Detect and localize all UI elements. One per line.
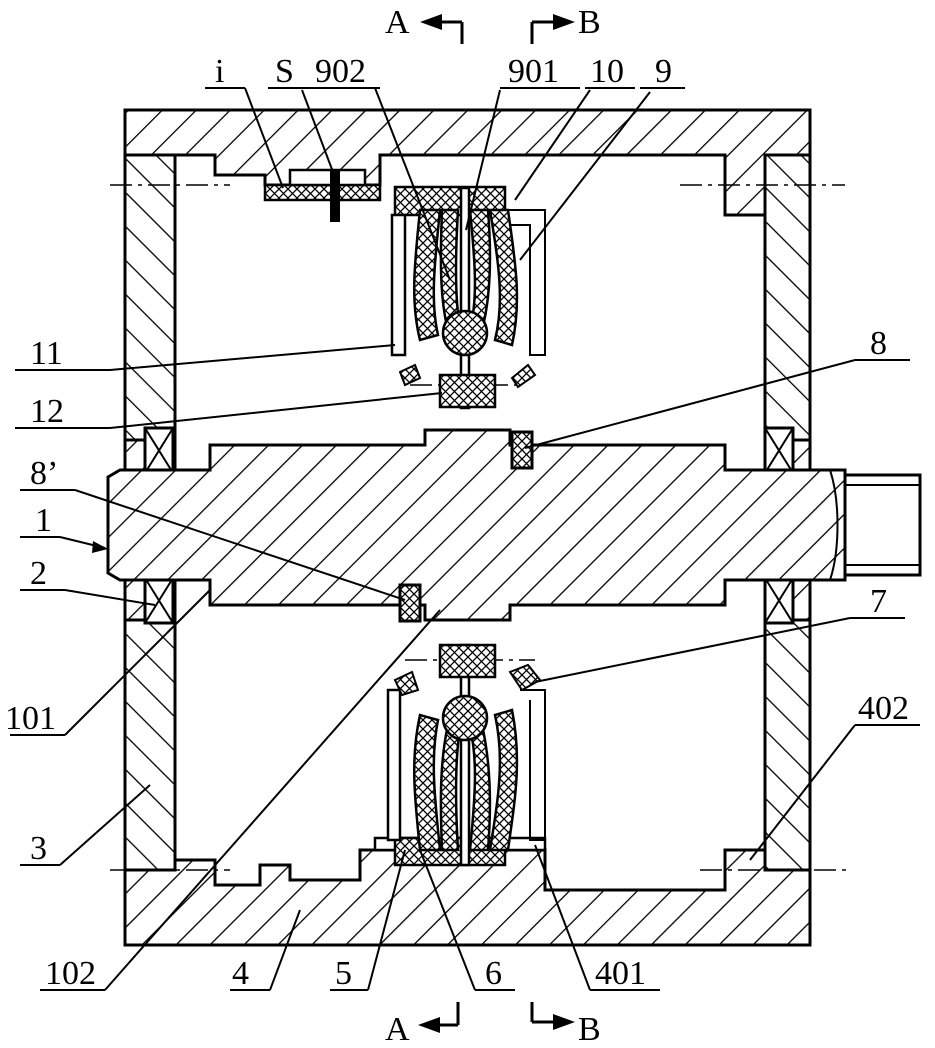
label-1: 1: [35, 502, 52, 539]
label-8: 8: [870, 325, 887, 362]
label-7: 7: [870, 583, 887, 620]
section-mark-a-top: A: [385, 4, 462, 44]
label-2: 2: [30, 555, 47, 592]
label-101: 101: [5, 700, 56, 737]
label-11: 11: [30, 335, 63, 372]
upper-friction-assembly: [265, 170, 545, 408]
key-8: [512, 432, 532, 468]
label-102: 102: [45, 955, 96, 992]
section-letter-b-top: B: [578, 4, 601, 41]
section-letter-a-bottom: A: [385, 1011, 410, 1048]
label-9: 9: [655, 53, 672, 90]
label-i: i: [215, 53, 224, 90]
label-8-prime: 8’: [30, 455, 58, 492]
lower-friction-assembly: [375, 645, 545, 865]
label-401: 401: [595, 955, 646, 992]
label-12: 12: [30, 393, 64, 430]
label-3: 3: [30, 830, 47, 867]
key-8-prime: [400, 585, 420, 621]
label-4: 4: [232, 955, 249, 992]
section-letter-a-top: A: [385, 4, 410, 41]
label-901: 901: [508, 53, 559, 90]
section-mark-a-bottom: A: [385, 1002, 458, 1048]
label-s: S: [275, 53, 294, 90]
label-402: 402: [858, 690, 909, 727]
section-mark-b-top: B: [532, 4, 601, 44]
label-10: 10: [590, 53, 624, 90]
section-letter-b-bottom: B: [578, 1011, 601, 1048]
label-902: 902: [315, 53, 366, 90]
label-6: 6: [485, 955, 502, 992]
section-mark-b-bottom: B: [532, 1002, 601, 1048]
label-5: 5: [335, 955, 352, 992]
